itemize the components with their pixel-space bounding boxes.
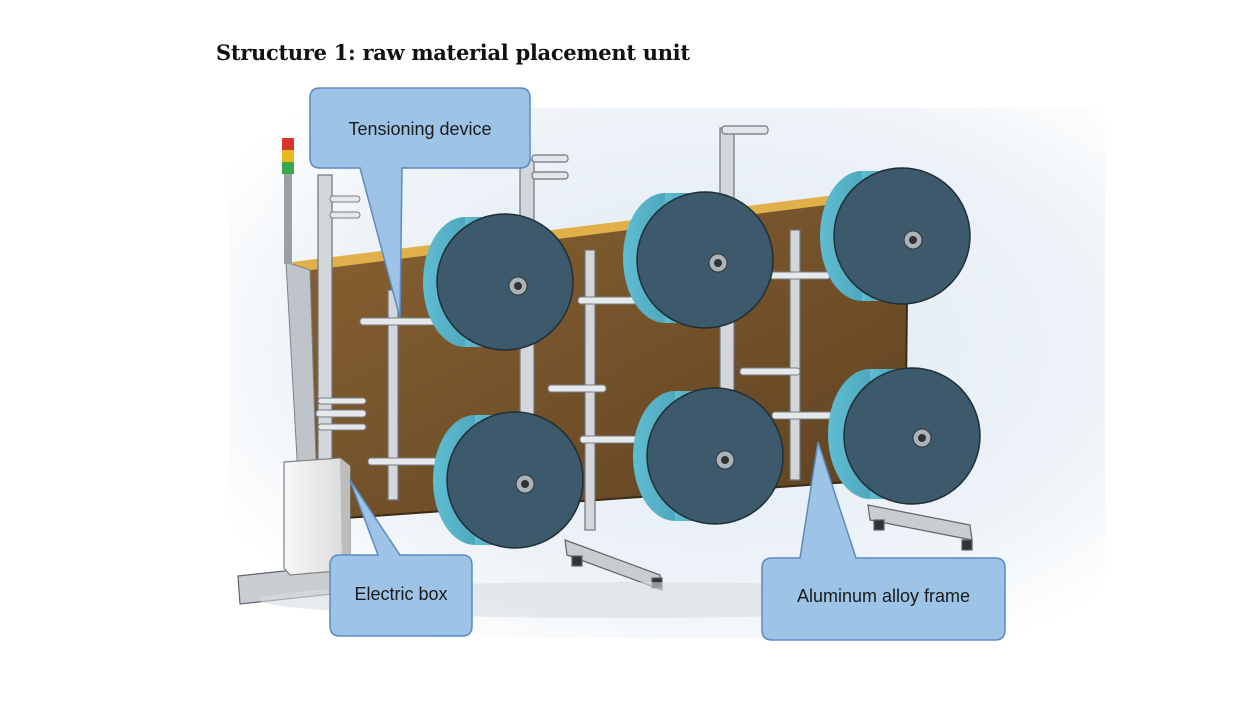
- signal-tower-light: [282, 138, 294, 264]
- callout-frame-label: Aluminum alloy frame: [796, 586, 971, 606]
- roll-bottom-left: [433, 411, 584, 549]
- electric-box: [283, 457, 351, 576]
- roll-bottom-middle: [633, 387, 784, 525]
- roll-top-right: [820, 167, 971, 305]
- callout-electric-box-shape: [329, 479, 473, 637]
- callout-tensioning-label: Tensioning device: [348, 119, 492, 139]
- callout-electric-box-label: Electric box: [354, 584, 448, 604]
- roll-top-middle: [623, 191, 774, 329]
- support-rods: [315, 195, 833, 466]
- top-bars: [531, 125, 769, 180]
- roll-top-left: [423, 213, 574, 351]
- roll-bottom-right: [828, 367, 981, 505]
- page-title: Structure 1: raw material placement unit: [216, 40, 690, 65]
- callout-frame-shape: [761, 441, 1006, 641]
- callout-tensioning-shape: [309, 87, 531, 319]
